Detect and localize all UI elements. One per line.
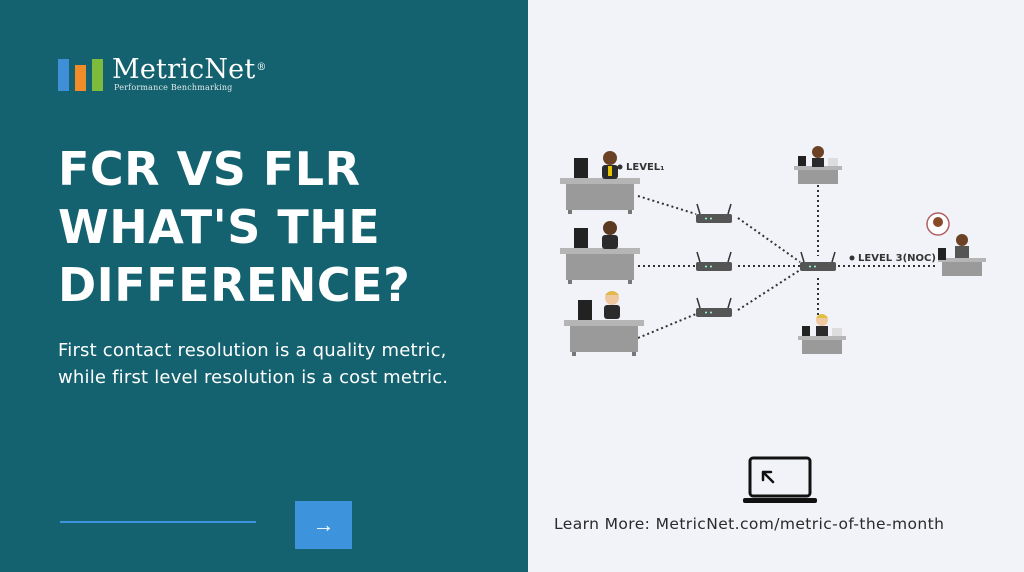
logo-text: MetricNet® Performance Benchmarking xyxy=(112,54,267,93)
level3-label: LEVEL 3(NOC) xyxy=(858,253,936,264)
level1-label: LEVEL₁ xyxy=(626,162,665,173)
learn-more-link[interactable]: Learn More: MetricNet.com/metric-of-the-… xyxy=(554,515,945,533)
connection-lines xyxy=(637,180,936,339)
laptop-cursor-icon xyxy=(743,456,817,503)
level1-station-3 xyxy=(564,291,644,356)
level1-station-2 xyxy=(560,221,640,284)
next-button[interactable]: → xyxy=(295,501,352,549)
registered-mark: ® xyxy=(256,62,267,73)
bar-chart-logo-icon xyxy=(58,55,106,91)
title-line-3: DIFFERENCE? xyxy=(58,258,411,312)
right-panel: LEVEL₁ LEVEL 3(NOC) xyxy=(528,0,1024,572)
level2-station-bottom xyxy=(798,314,846,354)
logo-name: MetricNet® xyxy=(112,54,267,85)
metricnet-logo[interactable]: MetricNet® Performance Benchmarking xyxy=(58,55,266,95)
network-diagram: LEVEL₁ LEVEL 3(NOC) xyxy=(560,146,986,356)
title-line-1: FCR VS FLR xyxy=(58,142,361,196)
left-panel: MetricNet® Performance Benchmarking FCR … xyxy=(0,0,528,572)
progress-divider xyxy=(60,521,256,523)
level2-station-top xyxy=(794,146,842,184)
page-title: FCR VS FLR WHAT'S THE DIFFERENCE? xyxy=(58,140,498,314)
description-text: First contact resolution is a quality me… xyxy=(58,340,449,388)
level1-station-1 xyxy=(560,151,640,214)
title-line-2: WHAT'S THE xyxy=(58,200,381,254)
arrow-right-icon: → xyxy=(312,512,335,537)
logo-tagline: Performance Benchmarking xyxy=(114,83,233,92)
level3-noc-station xyxy=(926,212,986,276)
